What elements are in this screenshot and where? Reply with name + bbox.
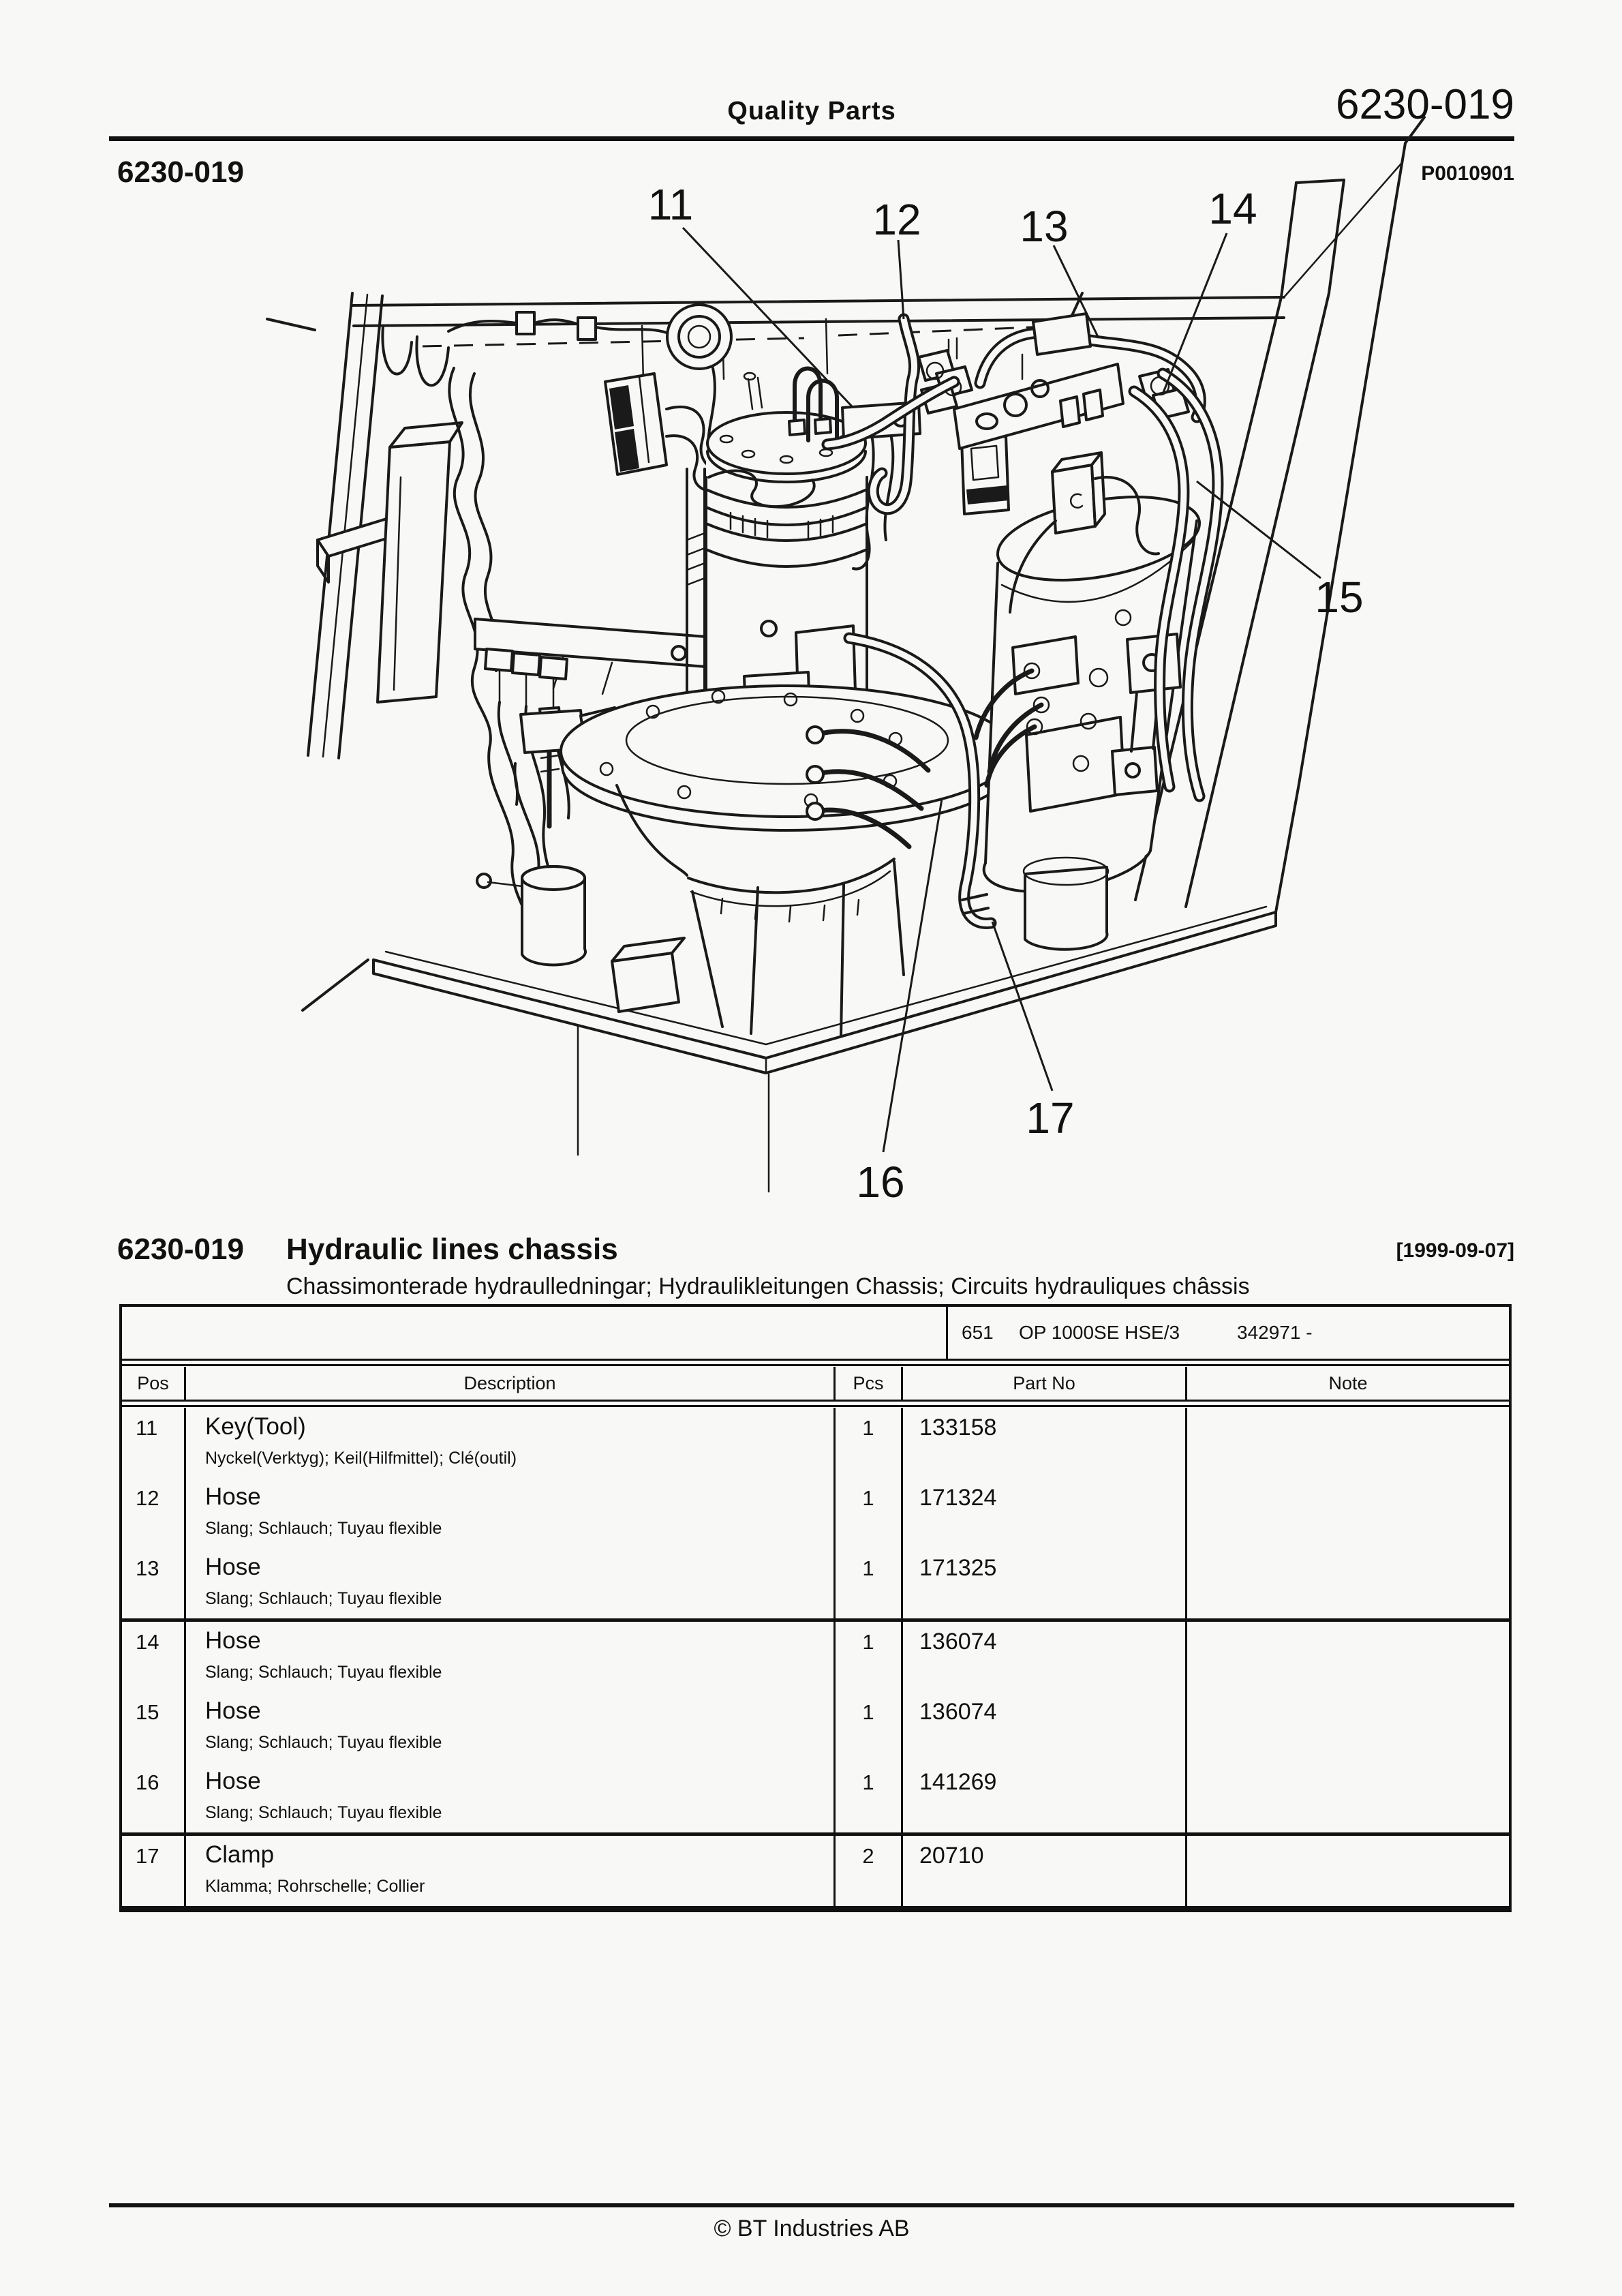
section-title: Hydraulic lines chassis — [286, 1233, 618, 1266]
callout-14: 14 — [1208, 184, 1257, 233]
model-row: 651 OP 1000SE HSE/3 342971 - — [122, 1307, 1509, 1359]
cell-pos: 17 — [122, 1836, 186, 1906]
hydraulic-hoses — [806, 292, 1224, 929]
double-rule — [122, 1359, 1509, 1367]
callout-17: 17 — [1026, 1093, 1074, 1143]
page-code: 6230-019 — [117, 155, 244, 189]
description-alt: Slang; Schlauch; Tuyau flexible — [205, 1803, 442, 1822]
cell-pcs: 1 — [836, 1692, 903, 1762]
section-number: 6230-019 — [117, 1233, 244, 1266]
header-rule — [109, 136, 1514, 141]
col-header-note: Note — [1328, 1372, 1368, 1393]
cell-part-no: 171324 — [903, 1478, 1187, 1548]
cell-pcs: 1 — [836, 1622, 903, 1692]
cell-note — [1187, 1548, 1509, 1618]
technical-diagram: 11 12 13 14 15 16 17 — [266, 116, 1426, 1207]
footer-rule — [109, 2203, 1514, 2207]
cell-part-no: 141269 — [903, 1762, 1187, 1832]
cell-pos: 15 — [122, 1692, 186, 1762]
description-main: Key(Tool) — [205, 1413, 306, 1440]
cell-description: Hose Slang; Schlauch; Tuyau flexible — [186, 1692, 836, 1762]
description-main: Hose — [205, 1627, 261, 1654]
cell-part-no: 136074 — [903, 1622, 1187, 1692]
table-row: 12 Hose Slang; Schlauch; Tuyau flexible … — [122, 1478, 1509, 1548]
section-date: [1999-09-07] — [1396, 1239, 1514, 1262]
cell-pcs: 1 — [836, 1478, 903, 1548]
description-main: Hose — [205, 1483, 261, 1510]
cell-part-no: 136074 — [903, 1692, 1187, 1762]
description-main: Hose — [205, 1768, 261, 1794]
cell-pcs: 1 — [836, 1548, 903, 1618]
description-main: Hose — [205, 1554, 261, 1580]
cell-description: Key(Tool) Nyckel(Verktyg); Keil(Hilfmitt… — [186, 1408, 836, 1478]
section-subtitle: Chassimonterade hydraulledningar; Hydrau… — [286, 1273, 1250, 1299]
callout-11: 11 — [648, 180, 693, 229]
model-serial: 342971 - — [1237, 1322, 1313, 1343]
cell-pcs: 1 — [836, 1762, 903, 1832]
wiring-harness — [316, 303, 747, 1013]
cell-note — [1187, 1692, 1509, 1762]
drive-motor — [973, 451, 1202, 951]
table-row: 16 Hose Slang; Schlauch; Tuyau flexible … — [122, 1762, 1509, 1832]
model-code: 651 — [962, 1322, 994, 1343]
cell-pcs: 2 — [836, 1836, 903, 1906]
image-ref: P0010901 — [1421, 162, 1514, 185]
description-alt: Slang; Schlauch; Tuyau flexible — [205, 1663, 442, 1682]
page-title: Quality Parts — [727, 97, 896, 125]
cell-note — [1187, 1408, 1509, 1478]
model-name: OP 1000SE HSE/3 — [1019, 1322, 1180, 1343]
parts-table: 651 OP 1000SE HSE/3 342971 - Pos Descrip… — [119, 1304, 1512, 1912]
col-header-description: Description — [186, 1367, 836, 1400]
cell-description: Hose Slang; Schlauch; Tuyau flexible — [186, 1478, 836, 1548]
cell-pcs: 1 — [836, 1408, 903, 1478]
col-header-pos: Pos — [122, 1367, 186, 1400]
cell-note — [1187, 1478, 1509, 1548]
description-alt: Klamma; Rohrschelle; Collier — [205, 1877, 425, 1896]
table-row: 13 Hose Slang; Schlauch; Tuyau flexible … — [122, 1548, 1509, 1618]
cell-description: Clamp Klamma; Rohrschelle; Collier — [186, 1836, 836, 1906]
table-row: 15 Hose Slang; Schlauch; Tuyau flexible … — [122, 1692, 1509, 1762]
hydraulic-pump — [560, 366, 1015, 1038]
cell-pos: 14 — [122, 1622, 186, 1692]
doc-number: 6230-019 — [1335, 81, 1514, 128]
cell-description: Hose Slang; Schlauch; Tuyau flexible — [186, 1548, 836, 1618]
leader-lines — [682, 226, 1321, 1153]
floor-plate — [301, 905, 1277, 1193]
double-rule — [122, 1400, 1509, 1408]
callout-12: 12 — [872, 195, 921, 244]
chassis-frame — [266, 116, 1426, 913]
cell-part-no: 133158 — [903, 1408, 1187, 1478]
cell-pos: 16 — [122, 1762, 186, 1832]
cell-description: Hose Slang; Schlauch; Tuyau flexible — [186, 1622, 836, 1692]
description-alt: Slang; Schlauch; Tuyau flexible — [205, 1733, 442, 1752]
cell-pos: 13 — [122, 1548, 186, 1618]
col-header-part-no: Part No — [903, 1367, 1187, 1400]
copyright: © BT Industries AB — [714, 2216, 910, 2241]
cell-pos: 12 — [122, 1478, 186, 1548]
table-row: 14 Hose Slang; Schlauch; Tuyau flexible … — [122, 1618, 1509, 1692]
description-alt: Slang; Schlauch; Tuyau flexible — [205, 1519, 442, 1538]
table-row: 17 Clamp Klamma; Rohrschelle; Collier 2 … — [122, 1832, 1509, 1906]
cell-pos: 11 — [122, 1408, 186, 1478]
callout-16: 16 — [856, 1158, 904, 1207]
col-header-pcs: Pcs — [836, 1367, 903, 1400]
cell-description: Hose Slang; Schlauch; Tuyau flexible — [186, 1762, 836, 1832]
table-header: Pos Description Pcs Part No Note — [122, 1367, 1509, 1400]
table-row: 11 Key(Tool) Nyckel(Verktyg); Keil(Hilfm… — [122, 1408, 1509, 1478]
cell-note — [1187, 1836, 1509, 1906]
description-alt: Slang; Schlauch; Tuyau flexible — [205, 1589, 442, 1608]
description-main: Clamp — [205, 1841, 275, 1868]
description-main: Hose — [205, 1697, 261, 1724]
cell-note — [1187, 1622, 1509, 1692]
cell-part-no: 171325 — [903, 1548, 1187, 1618]
description-alt: Nyckel(Verktyg); Keil(Hilfmittel); Clé(o… — [205, 1449, 517, 1468]
cell-part-no: 20710 — [903, 1836, 1187, 1906]
model-divider — [946, 1307, 948, 1359]
callout-13: 13 — [1020, 202, 1068, 251]
callout-15: 15 — [1315, 573, 1363, 622]
cell-note — [1187, 1762, 1509, 1832]
